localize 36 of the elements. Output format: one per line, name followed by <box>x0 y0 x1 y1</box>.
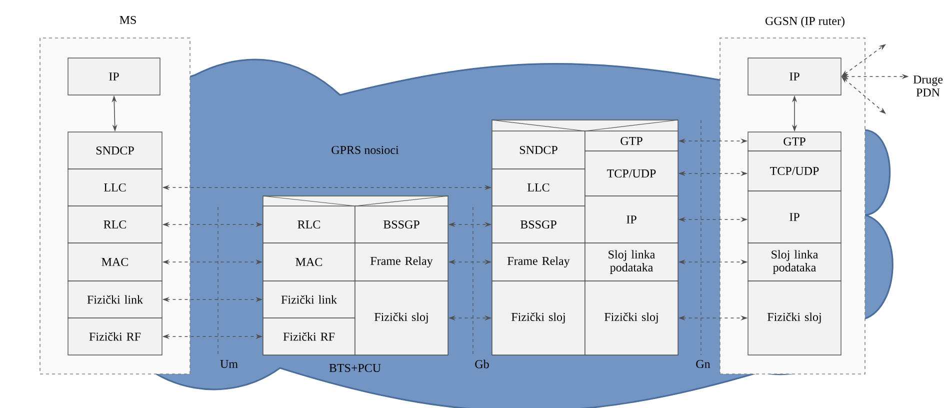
node-label: MS <box>120 16 136 24</box>
protocol-layer: IP <box>748 58 842 96</box>
protocol-layer: Fizički sloj <box>584 280 678 356</box>
interface-label: Gb <box>475 360 489 368</box>
bearer-label: GPRS nosioci <box>332 146 399 154</box>
protocol-layer: Sloj linka podataka <box>748 242 842 282</box>
network-label: Druge PDN <box>913 76 943 96</box>
interface-label: Um <box>220 360 238 368</box>
protocol-layer: SNDCP <box>68 132 162 170</box>
protocol-layer: Fizički link <box>262 280 356 318</box>
protocol-layer: Frame Relay <box>492 242 586 282</box>
protocol-layer: BSSGP <box>492 206 586 244</box>
interface-label: Gn <box>696 360 710 368</box>
protocol-layer: IP <box>68 58 160 96</box>
node-label: BTS+PCU <box>329 364 381 372</box>
protocol-layer: Fizički sloj <box>492 280 586 356</box>
protocol-layer: Fizički RF <box>262 318 356 356</box>
protocol-layer: Fizički link <box>68 280 162 318</box>
protocol-layer: SNDCP <box>492 130 586 170</box>
protocol-layer: IP <box>748 190 842 244</box>
protocol-layer: LLC <box>68 168 162 206</box>
protocol-layer: Fizički sloj <box>354 280 448 356</box>
protocol-layer: Frame Relay <box>354 242 448 282</box>
protocol-layer: GTP <box>748 132 842 152</box>
protocol-layer: BSSGP <box>354 206 448 244</box>
protocol-layer: RLC <box>262 206 356 244</box>
protocol-layer: IP <box>584 196 678 244</box>
node-label: GGSN (IP ruter) <box>766 16 844 28</box>
protocol-layer: Sloj linka podataka <box>584 242 678 282</box>
protocol-layer: MAC <box>68 242 162 282</box>
protocol-layer: Fizički RF <box>68 318 162 356</box>
protocol-layer: GTP <box>584 130 678 152</box>
protocol-layer: RLC <box>68 206 162 244</box>
protocol-layer: Fizički sloj <box>748 280 842 356</box>
protocol-layer: LLC <box>492 168 586 206</box>
protocol-layer: MAC <box>262 242 356 282</box>
